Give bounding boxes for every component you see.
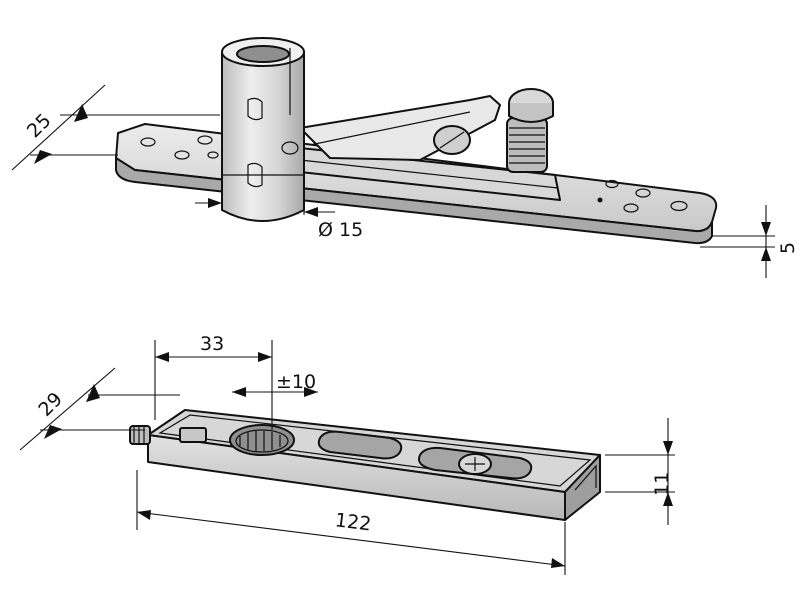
label-top-height: 25 (23, 110, 56, 143)
dim-bottom-adjust: ±10 (232, 371, 318, 397)
top-plate-edge (115, 157, 713, 245)
plate-hole (670, 200, 688, 212)
label-bottom-depth: 29 (34, 388, 67, 421)
plate-hole (605, 179, 619, 189)
label-top-diameter: Ø 15 (318, 219, 363, 241)
plate-hole (207, 151, 219, 159)
dim-top-5: 5 (700, 205, 799, 278)
label-top-thickness: 5 (777, 242, 799, 254)
dim-bottom-122: 122 (136, 470, 566, 575)
plate-hole (197, 135, 213, 145)
dim-top-diameter: Ø 15 (195, 190, 363, 241)
label-bottom-height: 11 (651, 472, 673, 496)
top-pivot-part: 25 Ø 15 5 (11, 37, 799, 278)
plate-hole (623, 203, 639, 213)
plate-hole (140, 137, 156, 147)
dim-bottom-33: 33 (154, 333, 273, 430)
lever-arm (299, 95, 501, 161)
channel-slot (317, 430, 403, 460)
plate-hole (174, 150, 190, 160)
label-bottom-offset: 33 (200, 333, 224, 355)
plate-hole (635, 188, 651, 198)
threaded-stud (506, 88, 554, 173)
cross-screw (458, 453, 492, 475)
channel-bore (229, 424, 295, 456)
bottom-channel-part: 33 ±10 29 11 (19, 333, 675, 575)
label-bottom-length: 122 (334, 509, 373, 535)
label-bottom-adjust: ±10 (276, 371, 316, 393)
dim-bottom-11: 11 (605, 418, 675, 525)
pivot-cylinder (221, 37, 305, 222)
